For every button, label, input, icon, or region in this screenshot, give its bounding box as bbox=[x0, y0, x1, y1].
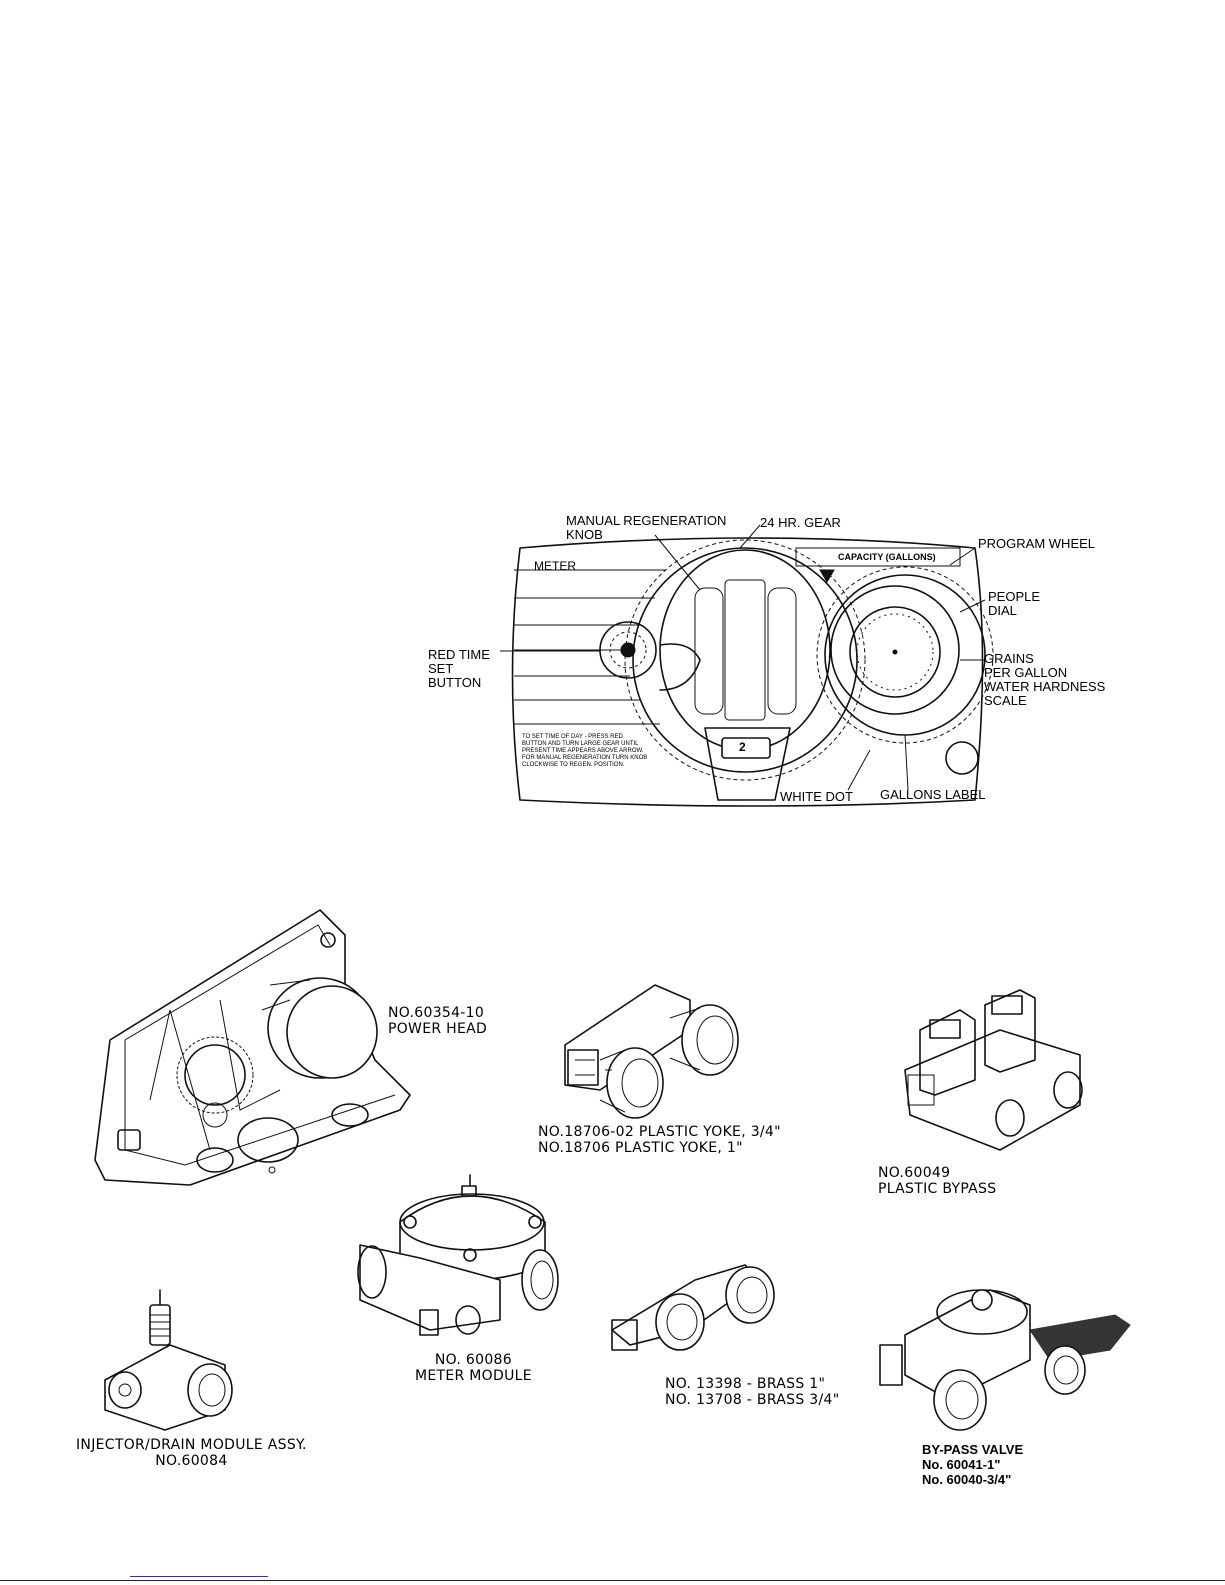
program-wheel-teeth bbox=[816, 566, 994, 744]
label-plastic-yoke: NO.18706-02 PLASTIC YOKE, 3/4" NO.18706 … bbox=[538, 1124, 781, 1156]
label-meter-module: NO. 60086 METER MODULE bbox=[415, 1352, 532, 1384]
meter-panel-lines bbox=[514, 569, 665, 725]
power-head-drawing bbox=[94, 909, 411, 1186]
gear-24hr bbox=[632, 547, 858, 773]
brass-yoke-drawing bbox=[611, 1264, 775, 1351]
label-24hr-gear: 24 HR. GEAR bbox=[760, 515, 841, 530]
knob-number-box bbox=[721, 737, 771, 759]
label-brass-yoke: NO. 13398 - BRASS 1" NO. 13708 - BRASS 3… bbox=[665, 1376, 840, 1408]
timer-instructions: TO SET TIME OF DAY - PRESS RED BUTTON AN… bbox=[522, 734, 648, 768]
plastic-bypass-drawing bbox=[904, 989, 1083, 1151]
program-wheel bbox=[824, 574, 986, 736]
injector-drawing bbox=[104, 1289, 233, 1431]
hardness-scale bbox=[849, 606, 941, 698]
plastic-yoke-drawing bbox=[564, 984, 739, 1119]
meter-text: METER bbox=[534, 559, 576, 573]
label-power-head: NO.60354-10 POWER HEAD bbox=[388, 1005, 488, 1037]
label-plastic-bypass: NO.60049 PLASTIC BYPASS bbox=[878, 1165, 997, 1197]
white-dot bbox=[892, 649, 898, 655]
knob-number: 2 bbox=[739, 740, 746, 754]
red-time-set-button bbox=[599, 621, 657, 679]
knob-base bbox=[704, 727, 791, 801]
capacity-text: CAPACITY (GALLONS) bbox=[838, 552, 936, 562]
timer-face bbox=[500, 524, 994, 807]
label-injector-drain-module: INJECTOR/DRAIN MODULE ASSY. NO.60084 bbox=[76, 1437, 307, 1469]
wheel-screw bbox=[945, 741, 979, 775]
footer-rule bbox=[0, 1580, 1225, 1581]
footer-link-underline bbox=[130, 1576, 268, 1577]
label-gallons-label: GALLONS LABEL bbox=[880, 787, 986, 802]
red-time-set-button-core bbox=[620, 642, 636, 658]
label-bypass-valve: BY-PASS VALVE No. 60041-1" No. 60040-3/4… bbox=[922, 1442, 1024, 1487]
label-red-time-set-button: RED TIME SET BUTTON bbox=[428, 647, 490, 690]
label-people-dial: PEOPLE DIAL bbox=[988, 589, 1041, 618]
label-white-dot: WHITE DOT bbox=[780, 789, 853, 804]
timer-housing bbox=[511, 537, 984, 807]
label-grains-per-gallon: GRAINS PER GALLON WATER HARDNESS SCALE bbox=[984, 651, 1106, 708]
gear-24hr-teeth bbox=[624, 539, 866, 781]
meter-module-drawing bbox=[357, 1174, 559, 1336]
capacity-arrow-icon bbox=[819, 569, 835, 583]
label-program-wheel: PROGRAM WHEEL bbox=[978, 536, 1096, 551]
bypass-valve-drawing bbox=[879, 1289, 1131, 1431]
capacity-box bbox=[795, 547, 961, 567]
label-manual-regeneration-knob: MANUAL REGENERATION KNOB bbox=[566, 513, 727, 542]
